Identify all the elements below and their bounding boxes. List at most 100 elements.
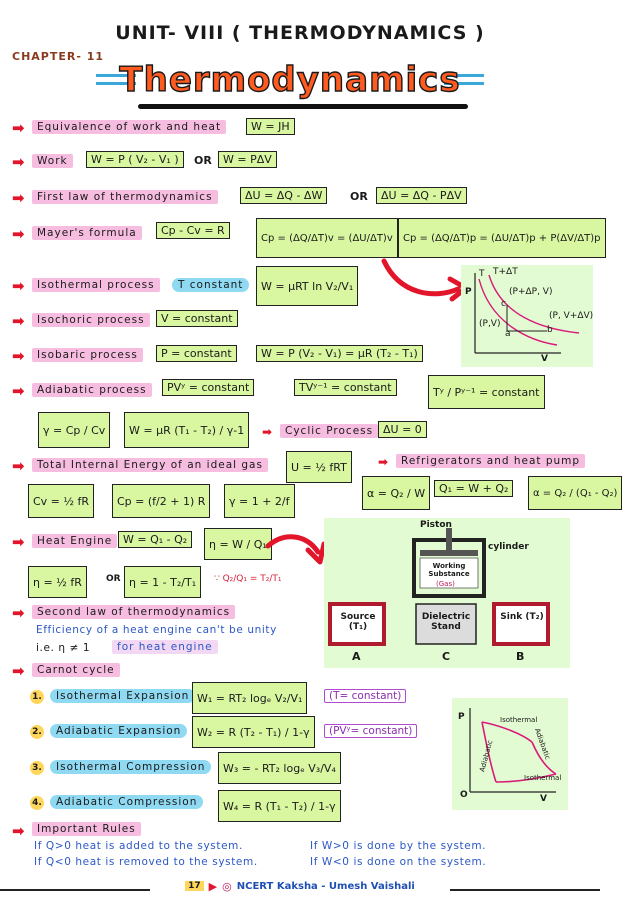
label-second-law: Second law of thermodynamics — [32, 605, 236, 619]
label-working-substance: Working Substance — [428, 562, 470, 578]
or-text: OR — [194, 154, 212, 167]
label-a: A — [352, 650, 361, 663]
title-line-right-2 — [444, 82, 484, 85]
label-internal-energy: Total Internal Energy of an ideal gas — [32, 458, 268, 472]
arrow-icon: ➡ — [12, 277, 25, 295]
chapter-label: CHAPTER- 11 — [12, 50, 105, 63]
formula-isothermal: W = μRT ln V₂/V₁ — [256, 266, 359, 306]
title-block: Thermodynamics — [96, 59, 484, 106]
footer-bar: 17 ▶ ◎ NCERT Kaksha - Umesh Vaishali — [150, 879, 450, 893]
arrow-icon: ➡ — [12, 604, 25, 622]
arrow-icon: ➡ — [12, 153, 25, 171]
carnot-iso-1: Isothermal — [500, 716, 538, 724]
carnot-graph-svg — [469, 708, 557, 793]
carnot-o: O — [460, 790, 468, 800]
label-gas: (Gas) — [436, 580, 455, 588]
graph1-v: V — [541, 354, 548, 364]
red-curve-arrow-icon — [381, 258, 469, 302]
second-law-line1: Efficiency of a heat engine can't be uni… — [36, 624, 277, 636]
tag-t-constant: T constant — [172, 278, 250, 292]
arrow-icon: ➡ — [12, 662, 25, 680]
label-sink: Sink (T₂) — [500, 612, 544, 622]
footer-brand: NCERT Kaksha - Umesh Vaishali — [236, 880, 415, 892]
engine-diagram-panel: Piston cylinder Working Substance (Gas) … — [324, 518, 570, 668]
label-b: B — [516, 650, 525, 663]
second-law-note: for heat engine — [112, 640, 218, 654]
label-stand: Dielectric Stand — [421, 612, 471, 632]
graph1-cl: (P+ΔP, V) — [509, 287, 553, 297]
step-name: Adiabatic Compression — [50, 795, 204, 809]
arrow-icon: ➡ — [12, 189, 25, 207]
step-name: Isothermal Expansion — [50, 689, 196, 703]
second-law-line2: i.e. η ≠ 1 — [36, 642, 91, 654]
formula-carnot-2: W₂ = R (T₂ - T₁) / 1-γ — [192, 716, 315, 748]
formula-mayer-3: Cp = (ΔQ/ΔT)p = (ΔU/ΔT)p + P(ΔV/ΔT)p — [398, 218, 606, 258]
formula-first-law-1: ΔU = ΔQ - ΔW — [240, 187, 328, 204]
formula-isobaric-1: P = constant — [156, 345, 237, 362]
graph1-bl: (P, V+ΔV) — [549, 311, 594, 321]
carnot-iso-2: Isothermal — [524, 774, 562, 782]
rule-4: If W<0 is done on the system. — [310, 856, 487, 868]
arrow-icon: ➡ — [262, 425, 273, 439]
formula-isochoric: V = constant — [156, 310, 238, 327]
formula-work-2: W = PΔV — [218, 151, 277, 168]
arrow-icon: ➡ — [12, 533, 25, 551]
arrow-icon: ➡ — [12, 347, 25, 365]
formula-adiabatic-3: Tʸ / Pʸ⁻¹ = constant — [428, 375, 545, 409]
graph1-a: a — [505, 329, 511, 339]
label-isobaric: Isobaric process — [32, 348, 143, 362]
carnot-graph-panel: P O V Isothermal Isothermal Adiabatic Ad… — [452, 698, 568, 810]
formula-carnot-1: W₁ = RT₂ logₑ V₂/V₁ — [192, 682, 308, 714]
label-refrigerator: Refrigerators and heat pump — [396, 454, 586, 468]
or-text: OR — [106, 574, 121, 584]
graph1-p: P — [465, 287, 472, 297]
formula-cop-1: α = Q₂ / W — [362, 476, 431, 510]
arrow-icon: ➡ — [12, 119, 25, 137]
formula-internal-energy: U = ½ fRT — [286, 451, 352, 483]
formula-carnot-3: W₃ = - RT₂ logₑ V₃/V₄ — [218, 752, 341, 784]
title-line-left-2 — [96, 82, 136, 85]
step-number: 2. — [30, 725, 44, 739]
or-text: OR — [350, 190, 368, 203]
graph1-al: (P,V) — [479, 319, 501, 329]
formula-adiabatic-work: W = μR (T₁ - T₂) / γ-1 — [124, 412, 250, 448]
formula-cop-3: α = Q₂ / (Q₁ - Q₂) — [528, 476, 622, 510]
note-carnot-1: (T= constant) — [324, 689, 407, 703]
carnot-p: P — [458, 712, 465, 722]
title-line-left — [96, 74, 136, 77]
formula-cv: Cv = ½ fR — [28, 484, 95, 518]
step-number: 4. — [30, 796, 44, 810]
formula-gamma: γ = Cp / Cv — [38, 412, 111, 448]
formula-cop-2: Q₁ = W + Q₂ — [434, 480, 514, 497]
arrow-icon: ➡ — [12, 312, 25, 330]
note-carnot-2: (PVʸ= constant) — [324, 724, 418, 738]
step-name: Adiabatic Expansion — [50, 724, 188, 738]
rule-2: If Q<0 heat is removed to the system. — [34, 856, 258, 868]
youtube-icon: ▶ — [208, 879, 218, 893]
engine-diagram-svg — [328, 528, 550, 646]
formula-engine-eta-2: η = 1 - T₂/T₁ — [124, 566, 202, 598]
arrow-icon: ➡ — [378, 455, 389, 469]
title-line-right — [444, 74, 484, 77]
step-number: 1. — [30, 690, 44, 704]
label-heat-engine: Heat Engine — [32, 534, 118, 548]
arrow-icon: ➡ — [12, 382, 25, 400]
step-number: 3. — [30, 761, 44, 775]
note-ratio: ∵ Q₂/Q₁ = T₂/T₁ — [214, 574, 282, 584]
step-name: Isothermal Compression — [50, 760, 212, 774]
formula-carnot-4: W₄ = R (T₁ - T₂) / 1-γ — [218, 790, 341, 822]
label-first-law: First law of thermodynamics — [32, 190, 218, 204]
red-curve-arrow-icon — [265, 534, 327, 565]
label-mayer: Mayer's formula — [32, 226, 142, 240]
formula-adiabatic-1: PVʸ = constant — [162, 379, 255, 396]
carnot-v: V — [540, 794, 547, 804]
pv-graph-svg — [474, 273, 580, 354]
title-underline — [138, 104, 468, 109]
graph1-tdt: T+ΔT — [493, 267, 518, 277]
label-equivalence: Equivalence of work and heat — [32, 120, 227, 134]
label-isochoric: Isochoric process — [32, 313, 150, 327]
arrow-icon: ➡ — [12, 457, 25, 475]
formula-cyclic: ΔU = 0 — [378, 421, 427, 438]
formula-adiabatic-2: TVʸ⁻¹ = constant — [294, 379, 397, 396]
rule-3: If W>0 is done by the system. — [310, 840, 487, 852]
